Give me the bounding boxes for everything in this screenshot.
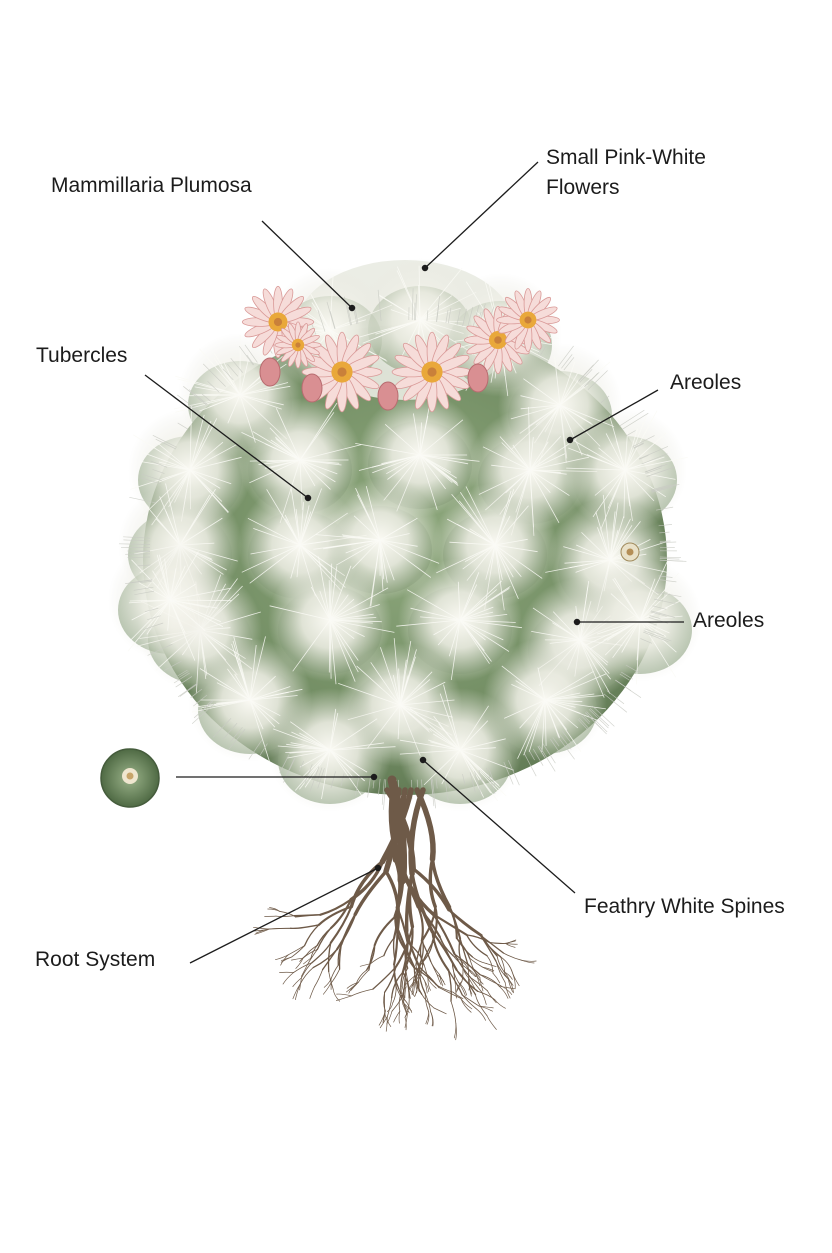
root [291, 925, 319, 929]
root [337, 994, 352, 996]
root [434, 1008, 446, 1014]
root [269, 928, 290, 929]
leader-line-roots [190, 868, 378, 963]
flower [275, 322, 321, 368]
root [503, 953, 522, 960]
areole-inset-circle [101, 749, 159, 807]
root [399, 1011, 400, 1023]
root [324, 979, 331, 987]
leader-line-flowers [425, 162, 538, 268]
root [323, 984, 330, 994]
root [351, 989, 373, 996]
root [449, 910, 482, 936]
label-flowers: Small Pink-White Flowers [546, 143, 706, 203]
root [476, 1009, 485, 1021]
root [505, 975, 513, 986]
spine-tuft [108, 538, 232, 662]
root [331, 965, 338, 979]
root [451, 1001, 456, 1023]
root [292, 946, 305, 957]
root [434, 915, 467, 935]
areole-detail-on-body [621, 543, 639, 561]
root [276, 916, 294, 917]
feathery-spines [108, 258, 702, 812]
root [315, 970, 323, 987]
root [450, 907, 461, 939]
root [394, 938, 395, 959]
root [356, 970, 367, 984]
root [499, 986, 508, 998]
root [268, 909, 280, 911]
root [487, 1016, 496, 1030]
root [506, 940, 516, 944]
root [462, 995, 479, 1006]
root [439, 988, 461, 999]
root [506, 944, 518, 945]
root [310, 986, 315, 998]
label-areoles-lower: Areoles [693, 606, 764, 636]
root [431, 1012, 433, 1026]
root [472, 957, 486, 964]
root [480, 978, 483, 992]
root [454, 1023, 456, 1038]
flower [392, 332, 472, 412]
root [488, 991, 497, 1003]
root [513, 973, 516, 988]
label-plant-name: Mammillaria Plumosa [51, 171, 252, 201]
flower-bud [260, 358, 280, 386]
flower [497, 289, 560, 352]
label-tubercles: Tubercles [36, 341, 127, 371]
root [283, 973, 294, 985]
flower-bud [302, 374, 322, 402]
root [411, 790, 423, 874]
label-areoles-upper: Areoles [670, 368, 741, 398]
root [384, 938, 394, 956]
root [501, 957, 513, 973]
flower-bud [468, 364, 488, 392]
root [495, 1000, 506, 1009]
root [300, 955, 307, 962]
flower-bud [378, 382, 398, 410]
label-spines: Feathry White Spines [584, 892, 785, 922]
root [431, 961, 440, 974]
root [305, 925, 319, 946]
label-roots: Root System [35, 945, 155, 975]
root [490, 943, 506, 944]
root [255, 929, 270, 934]
